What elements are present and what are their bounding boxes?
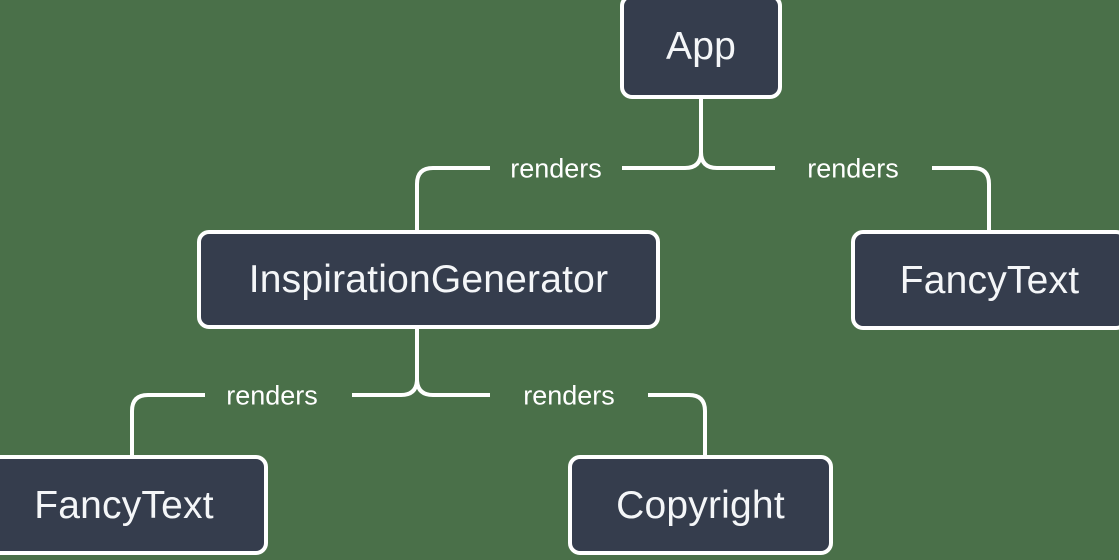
connector-app-to-inspiration-left — [415, 166, 490, 230]
node-app[interactable]: App — [620, 0, 782, 99]
connector-app-to-fancytext-right-inner — [699, 151, 775, 170]
node-app-label: App — [666, 25, 736, 68]
connector-app-to-inspiration — [622, 151, 703, 170]
connector-inspiration-to-fancytext-inner — [352, 378, 419, 397]
node-fancytext-right[interactable]: FancyText — [851, 230, 1119, 330]
node-fancytext-bottom[interactable]: FancyText — [0, 455, 268, 555]
node-inspiration-generator[interactable]: InspirationGenerator — [197, 230, 660, 329]
connector-inspiration-to-fancytext-outer — [130, 393, 205, 455]
edge-label-inspiration-generator-to-copyright: renders — [523, 380, 615, 411]
connector-app-to-fancytext-right-outer — [932, 166, 991, 230]
edge-label-app-to-fancytext-right: renders — [807, 153, 899, 184]
edge-label-app-to-inspiration-generator: renders — [510, 153, 602, 184]
node-copyright[interactable]: Copyright — [568, 455, 833, 555]
node-fancytext-bottom-label: FancyText — [34, 483, 214, 527]
connector-inspiration-to-copyright-outer — [648, 393, 707, 455]
node-copyright-label: Copyright — [616, 483, 785, 527]
node-fancytext-right-label: FancyText — [899, 258, 1080, 302]
connector-inspiration-to-copyright-inner — [415, 378, 490, 397]
node-inspiration-generator-label: InspirationGenerator — [248, 258, 609, 301]
edge-label-inspiration-generator-to-fancytext-bottom: renders — [226, 380, 318, 411]
